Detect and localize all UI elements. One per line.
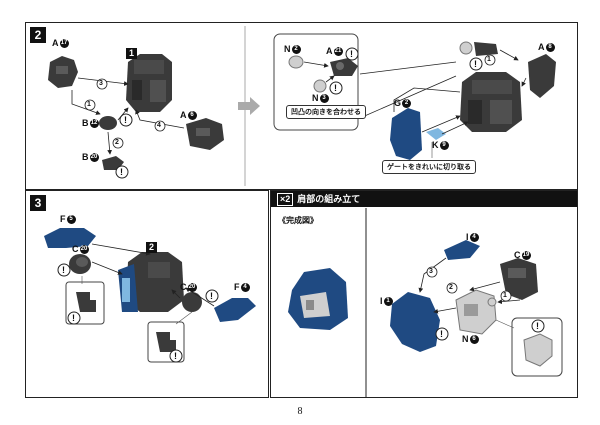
completed-shoulder	[288, 268, 348, 330]
circled-step-1	[484, 54, 496, 66]
completed-view-label: 《完成図》	[278, 216, 318, 225]
circled-label: 2	[115, 139, 119, 146]
caution-mark: !	[174, 351, 177, 361]
circled-label: 3	[99, 80, 103, 87]
circled-step-4	[154, 120, 166, 132]
section-title: 肩部の組み立て	[297, 194, 361, 204]
part-i4	[444, 240, 480, 260]
page-number: 8	[297, 406, 303, 417]
caution-icon	[329, 81, 343, 95]
circled-step-2	[446, 282, 458, 294]
caution-mark: !	[350, 49, 353, 59]
caution-icon	[531, 319, 545, 333]
caution-icon	[345, 47, 359, 61]
shoulder-joint-small	[487, 297, 497, 307]
circled-label: 3	[429, 268, 433, 275]
caution-mark: !	[440, 329, 443, 339]
step-number: 3	[30, 195, 46, 211]
part-f5	[44, 228, 96, 248]
caution-icon	[435, 327, 449, 341]
part-b20	[102, 156, 124, 170]
part-label-box-1: 1	[126, 48, 137, 59]
part-torso-1	[126, 54, 172, 112]
caution-icon	[115, 165, 129, 179]
part-c20-right	[182, 292, 202, 312]
caution-mark: !	[124, 115, 127, 125]
note-remove-gate: ゲートをきれいに切り取る	[382, 160, 476, 174]
caution-mark: !	[72, 313, 75, 323]
part-c20-left	[69, 254, 91, 274]
part-a17	[48, 56, 78, 88]
part-shoulder-joint	[459, 41, 498, 56]
caution-mark: !	[120, 167, 123, 177]
detail-c20	[156, 332, 176, 352]
part-n2	[288, 55, 304, 69]
circled-step-1	[500, 290, 512, 302]
circled-step-1	[84, 99, 96, 111]
caution-icon	[469, 57, 483, 71]
circled-label: 1	[503, 292, 507, 299]
caution-icon	[205, 289, 219, 303]
circled-label: 2	[449, 284, 453, 291]
circled-step-3	[96, 78, 108, 90]
caution-mark: !	[474, 59, 477, 69]
caution-mark: !	[536, 321, 539, 331]
caution-mark: !	[62, 265, 65, 275]
part-n3	[313, 79, 327, 93]
part-a6	[186, 118, 224, 150]
caution-icon	[67, 311, 81, 325]
part-i1	[390, 292, 440, 352]
part-f4	[214, 298, 256, 322]
circled-step-2	[112, 137, 124, 149]
part-label-box-2: 2	[146, 242, 157, 253]
quantity-badge: ×2	[277, 193, 294, 206]
caution-mark: !	[210, 291, 213, 301]
proceed-arrow	[238, 97, 260, 115]
part-b12	[99, 116, 117, 130]
caution-icon	[169, 349, 183, 363]
circled-label: 4	[157, 122, 161, 129]
part-torso-assembly	[460, 72, 522, 132]
step-number: 2	[30, 27, 46, 43]
caution-icon	[57, 263, 71, 277]
detail-n6	[523, 333, 553, 367]
caution-icon	[119, 113, 133, 127]
circled-label: 1	[87, 101, 91, 108]
part-g2	[390, 108, 422, 160]
circled-label: 1	[487, 56, 491, 63]
part-n6	[455, 289, 497, 335]
part-a8	[528, 54, 556, 98]
part-torso-2	[118, 252, 184, 312]
part-k9	[426, 128, 446, 140]
circled-step-3	[426, 266, 438, 278]
note-align-tabs: 凹凸の向きを合わせる	[286, 105, 366, 119]
part-c19	[500, 258, 538, 300]
caution-mark: !	[334, 83, 337, 93]
detail-c20	[76, 292, 96, 312]
part-a21	[330, 58, 358, 76]
